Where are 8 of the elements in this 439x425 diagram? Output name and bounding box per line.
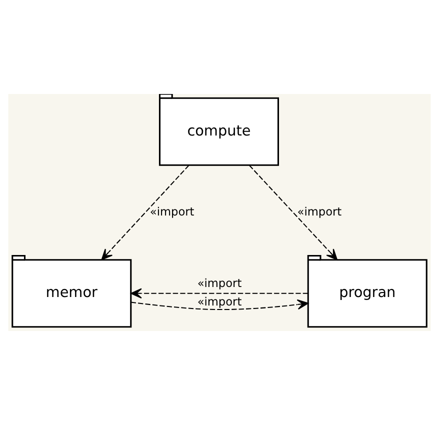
arrow bbox=[130, 299, 309, 310]
arrow bbox=[101, 165, 190, 260]
arrow bbox=[130, 288, 308, 299]
edge-label: «import bbox=[150, 204, 194, 218]
edge-label: «import bbox=[297, 204, 342, 218]
arrow bbox=[249, 165, 338, 260]
edge-label: «import bbox=[197, 294, 242, 309]
edge-label: «import bbox=[197, 276, 242, 290]
